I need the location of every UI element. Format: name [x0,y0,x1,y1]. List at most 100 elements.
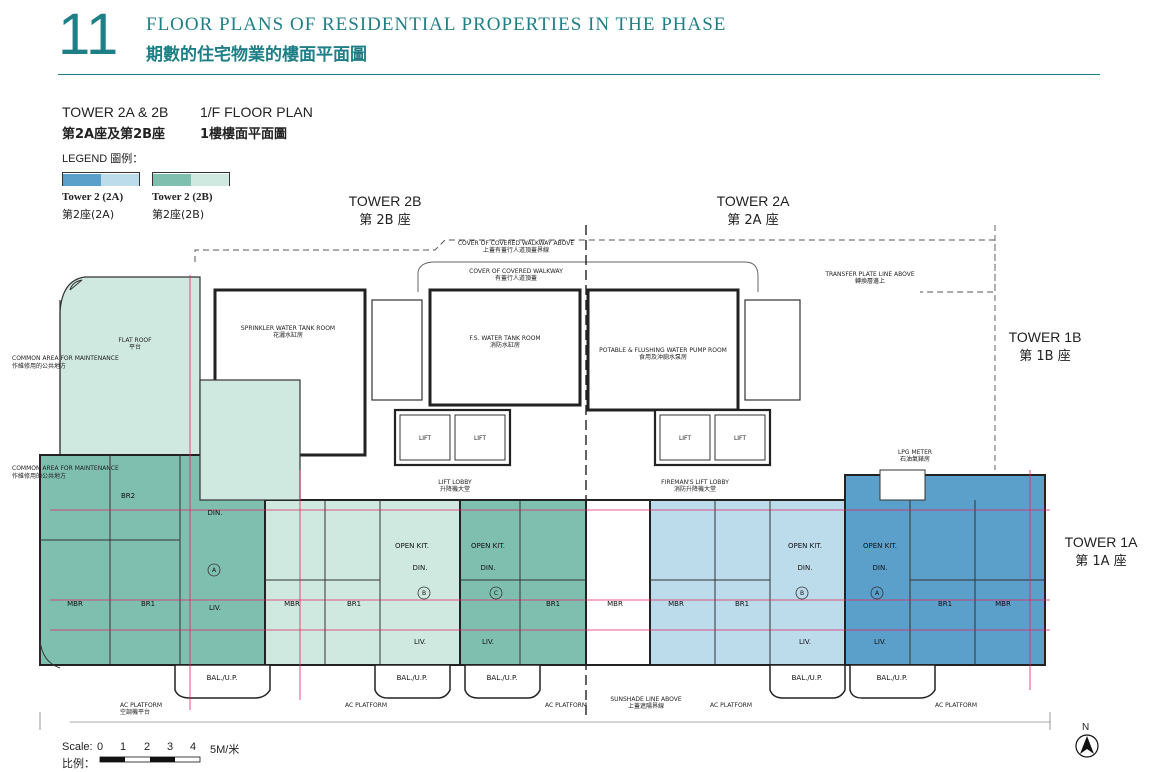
svg-text:BR1: BR1 [546,600,560,608]
section-number: 11 [58,2,119,67]
svg-text:MBR: MBR [284,600,300,608]
legend-2b-label: Tower 2 (2B) [152,191,213,203]
svg-text:BR1: BR1 [347,600,361,608]
svg-text:LIFT: LIFT [679,435,691,442]
svg-text:DIN.: DIN. [208,509,223,517]
scale-tick-4: 4 [190,741,197,753]
svg-text:B: B [422,590,426,597]
svg-text:AC PLATFORM: AC PLATFORM [545,702,587,709]
legend-2a-label-zh: 第2座(2A) [62,208,115,221]
tower-1a-en: TOWER 1A [1064,534,1138,550]
label-common-area: COMMON AREA FOR MAINTENANCE [12,355,119,362]
svg-text:DIN.: DIN. [798,564,813,572]
scale-tick-0: 0 [97,741,104,753]
header-divider [58,74,1100,75]
svg-text:空調機平台: 空調機平台 [120,708,150,716]
legend-2a-label: Tower 2 (2A) [62,191,124,203]
svg-text:BAL./U.P.: BAL./U.P. [877,674,908,682]
legend-swatch-2b [152,172,230,186]
svg-text:LIV.: LIV. [874,638,886,646]
svg-text:OPEN KIT.: OPEN KIT. [471,542,505,550]
label-sprinkler-room: SPRINKLER WATER TANK ROOM [241,325,335,332]
label-firemans-lobby: FIREMAN'S LIFT LOBBY [661,479,729,486]
svg-text:食用及沖廁水泵房: 食用及沖廁水泵房 [639,353,687,361]
tower-2a-zh: 第 2A 座 [727,213,779,228]
svg-text:BR1: BR1 [938,600,952,608]
legend-2b-label-zh: 第2座(2B) [152,208,205,221]
scale-tick-3: 3 [167,741,174,753]
svg-text:BAL./U.P.: BAL./U.P. [792,674,823,682]
svg-text:DIN.: DIN. [481,564,496,572]
north-arrow-icon [1075,734,1099,758]
tower-2b-zh: 第 2B 座 [359,213,411,228]
svg-text:COMMON AREA FOR MAINTENANCE: COMMON AREA FOR MAINTENANCE [12,465,119,472]
svg-text:LIV.: LIV. [482,638,494,646]
svg-text:BR1: BR1 [141,600,155,608]
label-lift: LIFT [419,435,431,442]
tower-1a-label: TOWER 1A 第 1A 座 [1046,534,1156,569]
plan-subtitle: 1/F FLOOR PLAN [200,104,313,120]
label-lpg-meter: LPG METER [898,449,932,456]
label-pump-room: POTABLE & FLUSHING WATER PUMP ROOM [599,347,727,354]
svg-text:LIV.: LIV. [414,638,426,646]
label-ac-platform: AC PLATFORM [120,702,162,709]
label-mbr: MBR [67,600,83,608]
svg-text:MBR: MBR [607,600,623,608]
scale-tick-2: 2 [144,741,151,753]
svg-text:A: A [875,590,880,597]
svg-text:B: B [800,590,804,597]
svg-text:DIN.: DIN. [873,564,888,572]
tower-2a-label: TOWER 2A 第 2A 座 [698,193,808,228]
svg-text:LIV.: LIV. [799,638,811,646]
page-title-zh: 期數的住宅物業的樓面平面圖 [146,45,367,65]
svg-text:BAL./U.P.: BAL./U.P. [397,674,428,682]
svg-text:花灑水缸房: 花灑水缸房 [273,331,303,339]
label-sunshade: SUNSHADE LINE ABOVE [610,696,682,703]
page-title: FLOOR PLANS OF RESIDENTIAL PROPERTIES IN… [146,14,727,35]
svg-text:OPEN KIT.: OPEN KIT. [863,542,897,550]
tower-2b-label: TOWER 2B 第 2B 座 [330,193,440,228]
north-label: N [1082,722,1090,733]
svg-text:消防升降機大堂: 消防升降機大堂 [674,485,716,493]
label-fs-tank-room: F.S. WATER TANK ROOM [469,335,540,342]
svg-text:作維修用的公共地方: 作維修用的公共地方 [12,472,66,480]
scale-bar [99,756,201,763]
scale-tick-1: 1 [120,741,127,753]
svg-text:BR1: BR1 [735,600,749,608]
tower-2b-en: TOWER 2B [348,193,422,209]
svg-text:MBR: MBR [668,600,684,608]
scale-label: Scale: [62,741,93,753]
svg-text:石油氣錶房: 石油氣錶房 [900,455,930,463]
svg-text:有蓋行人道頂蓋: 有蓋行人道頂蓋 [495,274,537,282]
tower-1b-en: TOWER 1B [1008,329,1082,345]
svg-text:升降機大堂: 升降機大堂 [440,485,470,493]
scale-label-zh: 比例： [62,758,95,770]
legend-swatch-2a [62,172,140,186]
tower-subtitle-zh: 第2A座及第2B座 [62,127,166,142]
svg-text:BAL./U.P.: BAL./U.P. [207,674,238,682]
svg-text:消防水缸房: 消防水缸房 [490,341,520,349]
legend-title: LEGEND 圖例： [62,153,144,165]
tower-2a-en: TOWER 2A [716,193,790,209]
svg-text:平台: 平台 [129,343,141,351]
svg-text:BAL./U.P.: BAL./U.P. [487,674,518,682]
label-transfer: TRANSFER PLATE LINE ABOVE [824,271,915,278]
svg-text:AC PLATFORM: AC PLATFORM [710,702,752,709]
svg-text:轉換層邊上: 轉換層邊上 [855,277,885,285]
plan-subtitle-zh: 1樓樓面平面圖 [200,127,288,142]
scale-unit: 5M/米 [210,744,240,756]
tower-subtitle: TOWER 2A & 2B [62,104,169,120]
svg-text:LIV.: LIV. [209,604,221,612]
label-lift-lobby: LIFT LOBBY [438,479,472,486]
svg-text:A: A [212,567,217,574]
label-flat-roof: FLAT ROOF [118,337,152,344]
svg-text:MBR: MBR [995,600,1011,608]
label-cover: COVER OF COVERED WALKWAY [469,268,563,275]
svg-text:作維修用的公共地方: 作維修用的公共地方 [12,362,66,370]
svg-text:LIFT: LIFT [474,435,486,442]
tower-1a-zh: 第 1A 座 [1075,554,1127,569]
svg-text:上蓋遮陽界線: 上蓋遮陽界線 [628,702,664,710]
svg-text:DIN.: DIN. [413,564,428,572]
svg-text:AC PLATFORM: AC PLATFORM [345,702,387,709]
